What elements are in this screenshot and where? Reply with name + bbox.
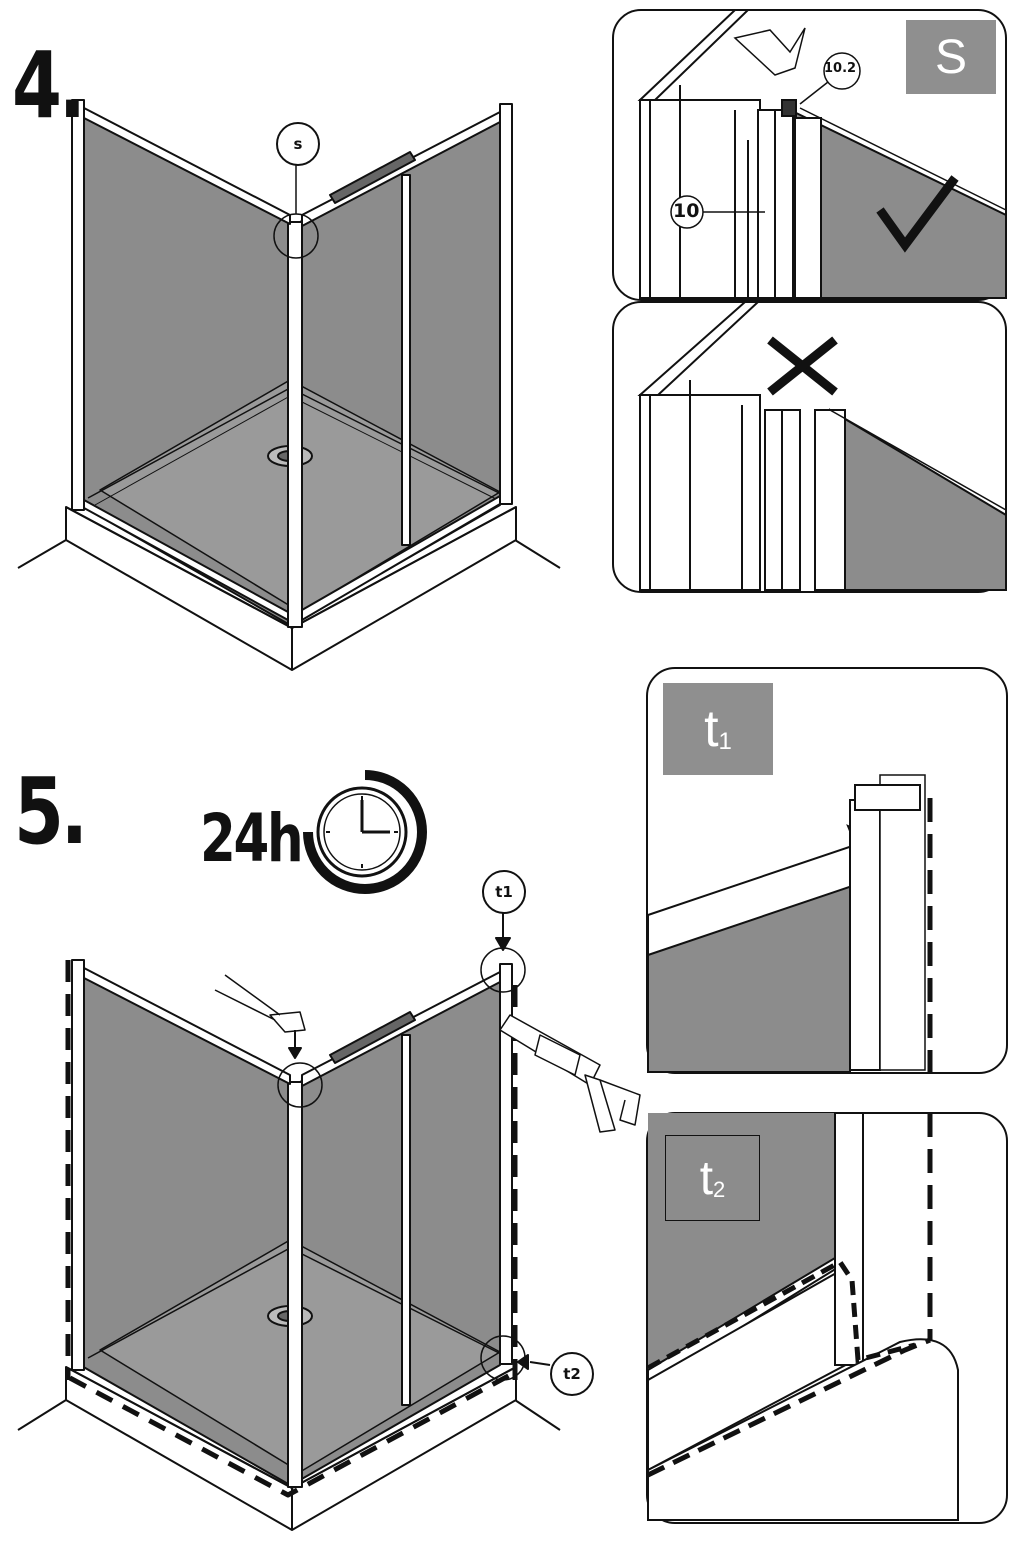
step-4-number: 4. bbox=[12, 32, 86, 139]
step5-enclosure bbox=[17, 910, 641, 1531]
corner-post bbox=[287, 221, 303, 628]
cure-time-label: 24h bbox=[200, 800, 304, 877]
step4-enclosure bbox=[17, 99, 561, 671]
badge-t2-base: t bbox=[699, 1151, 714, 1205]
silicone-line-bottom bbox=[68, 1372, 512, 1498]
check-mark-icon bbox=[876, 175, 959, 253]
wall-profile-left bbox=[71, 99, 85, 511]
wall-profile-right bbox=[499, 103, 513, 505]
callout-s: s bbox=[276, 122, 320, 166]
silicone-gun-icon bbox=[499, 1014, 641, 1133]
floor-line-left bbox=[17, 539, 67, 569]
part-label-10: 10 bbox=[673, 200, 700, 222]
top-rail bbox=[301, 111, 501, 227]
door-divider bbox=[401, 174, 411, 546]
part-label-10-2: 10.2 bbox=[824, 61, 857, 76]
badge-t1-base: t bbox=[704, 700, 719, 758]
step-5-number: 5. bbox=[14, 758, 88, 865]
floor-line-right bbox=[514, 539, 561, 569]
detail-badge-s: S bbox=[906, 20, 996, 94]
hand-icon bbox=[733, 27, 806, 76]
callout-t2: t2 bbox=[550, 1352, 594, 1396]
detail-s-incorrect bbox=[612, 301, 1007, 593]
pliers-icon bbox=[214, 974, 306, 1033]
badge-t1-sub: 1 bbox=[718, 728, 732, 755]
clock-icon bbox=[303, 770, 427, 894]
badge-t2-sub: 2 bbox=[713, 1177, 726, 1202]
callout-t1: t1 bbox=[482, 870, 526, 914]
